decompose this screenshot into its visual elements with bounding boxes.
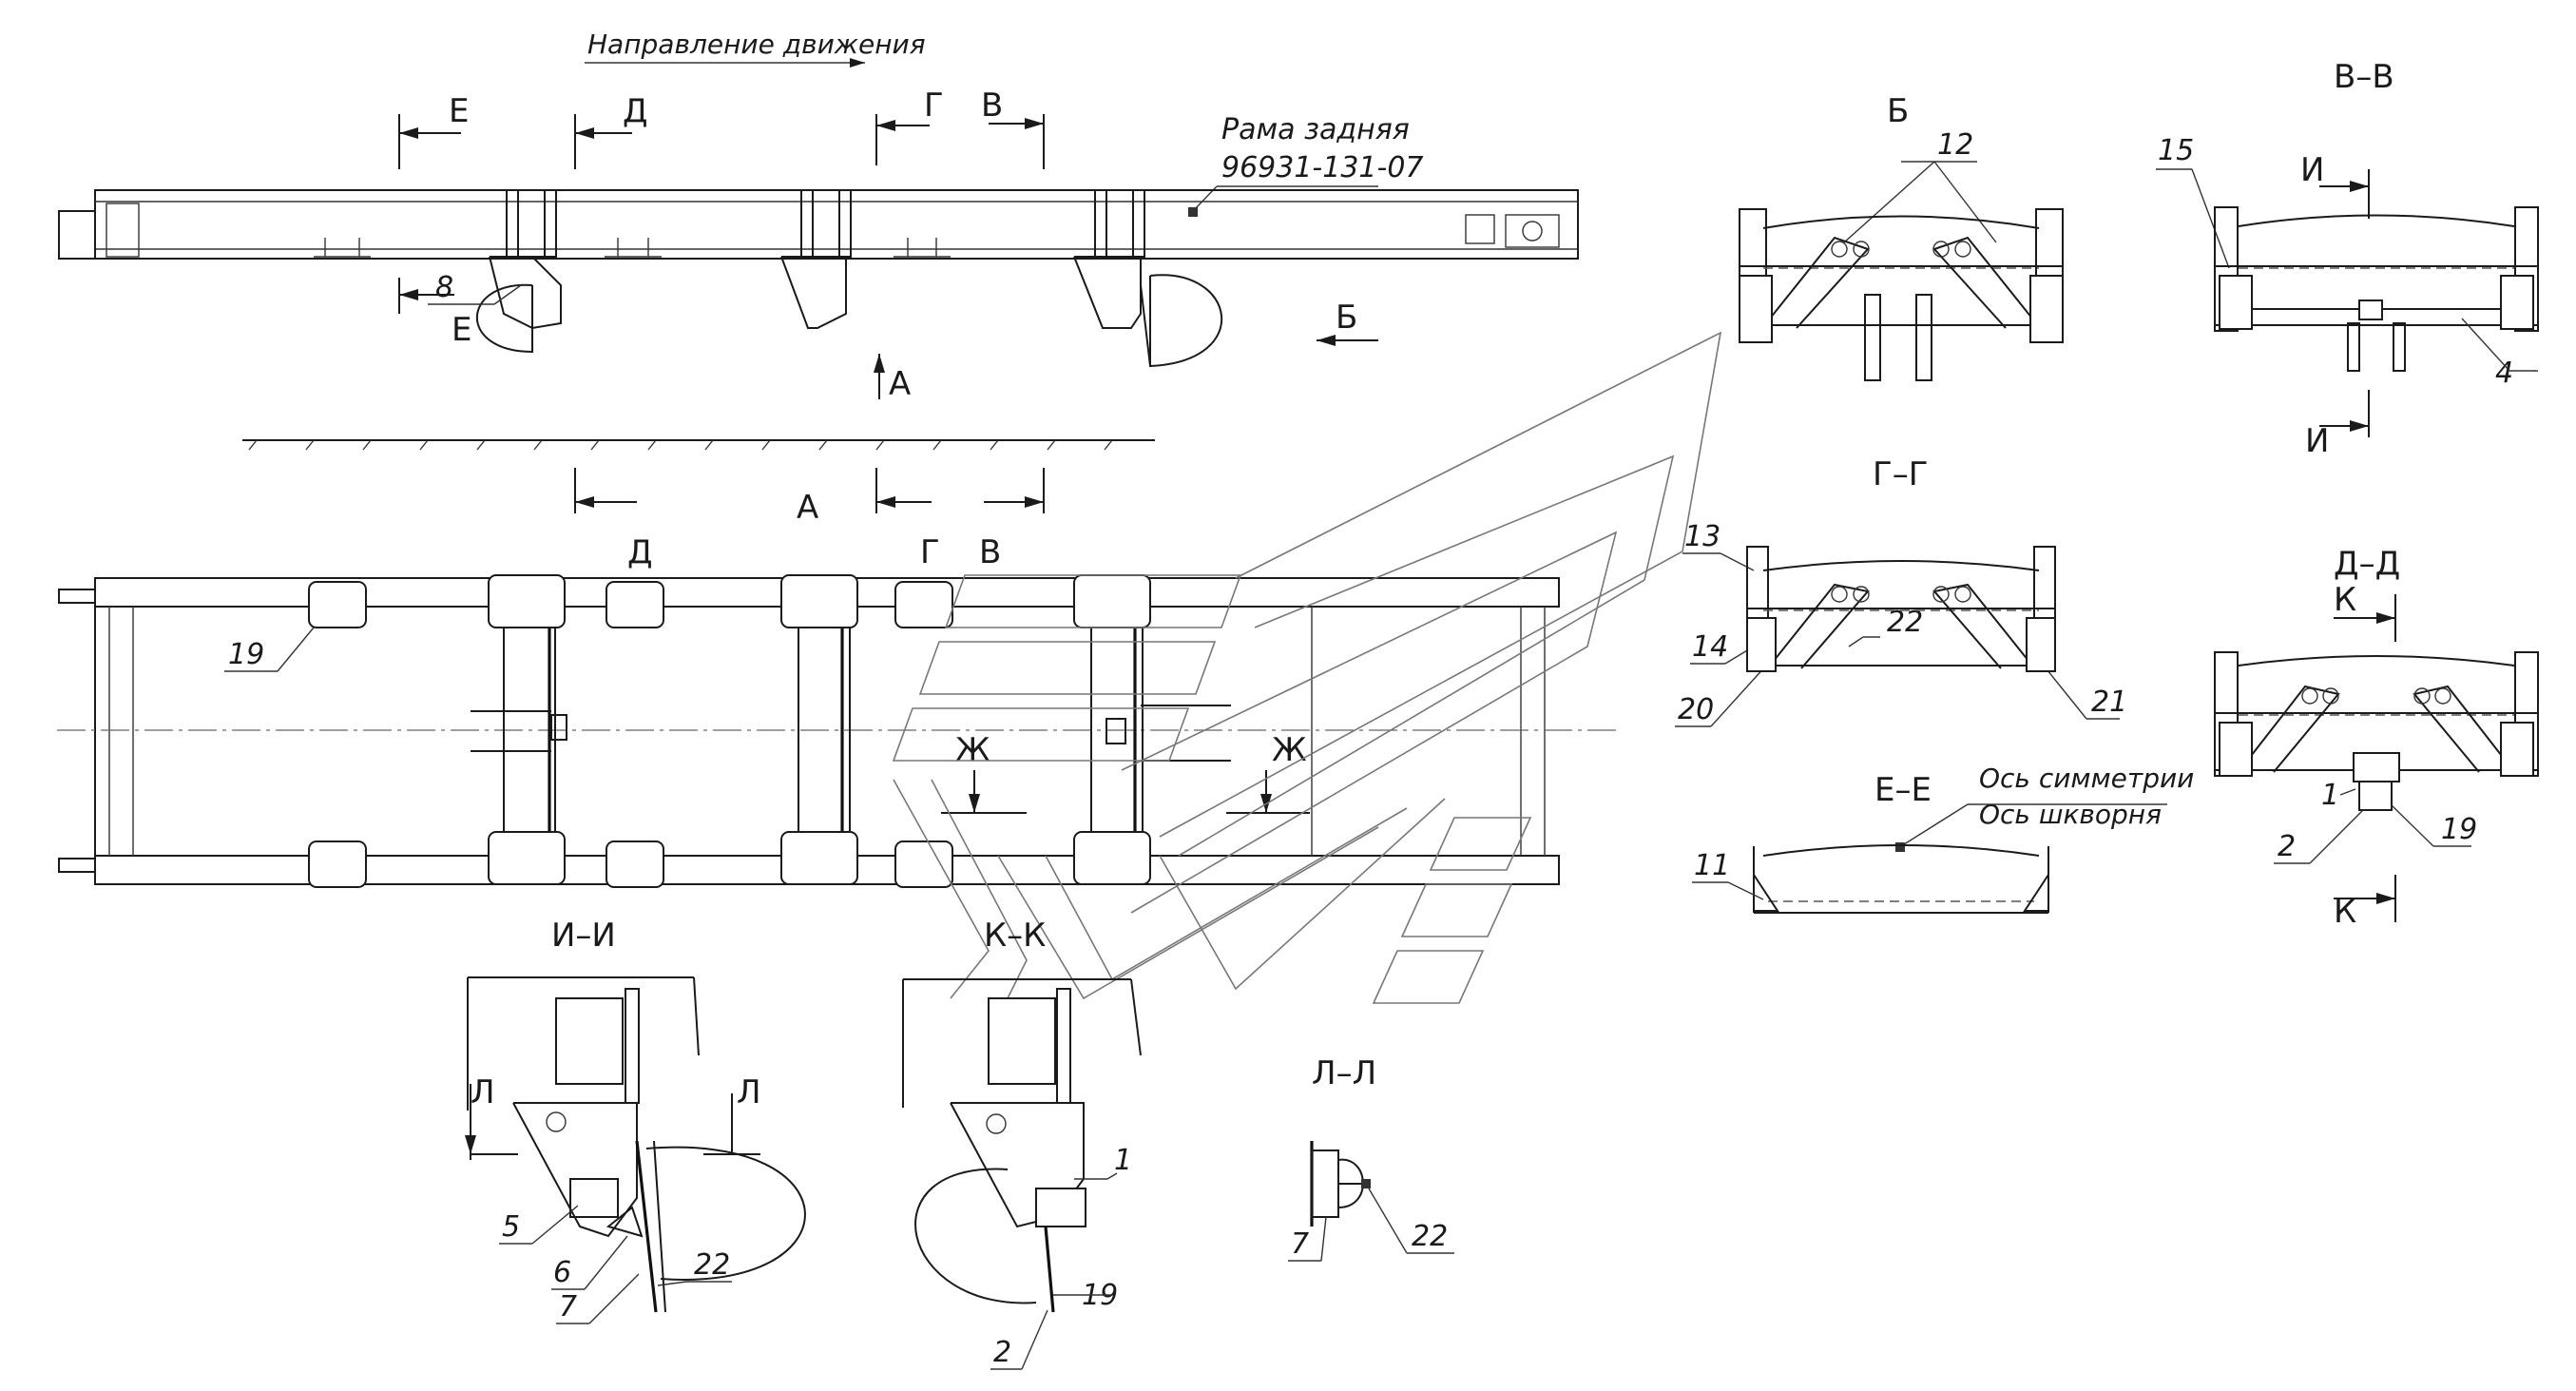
view-title-vv: В–В: [2334, 58, 2394, 96]
svg-text:Е: Е: [452, 311, 471, 349]
svg-text:В: В: [979, 533, 1001, 571]
view-title-b: Б: [1887, 92, 1909, 130]
callout-13: 15: [2158, 134, 2194, 167]
svg-text:К: К: [2334, 581, 2356, 619]
svg-text:И: И: [2305, 422, 2329, 460]
callout-21: 21: [2091, 686, 2127, 719]
callout-22-ll: 22: [1412, 1220, 1448, 1253]
svg-text:Г: Г: [920, 533, 940, 571]
cut-marker-g-top: Г: [875, 87, 944, 165]
cut-marker-e-top: Е: [398, 92, 469, 169]
view-title-gg: Г–Г: [1873, 455, 1928, 493]
cut-marker-d-top: Д: [574, 92, 648, 169]
mudguard-left: [475, 283, 533, 354]
view-arrow-b: Б: [1336, 299, 1357, 337]
svg-text:Ж: Ж: [1272, 731, 1307, 769]
cut-label-g: Г: [924, 87, 944, 125]
view-b: Б 12: [1739, 92, 2064, 381]
frame-name: Рама задняя: [1221, 113, 1410, 146]
svg-text:Л: Л: [471, 1073, 495, 1111]
callout-7-ll: 7: [1291, 1227, 1309, 1261]
callout-19: 19: [228, 638, 264, 671]
callout-1-dd: 1: [2321, 779, 2339, 812]
callout-11: 13: [1684, 520, 1721, 553]
callout-14-dd: 19: [2441, 813, 2477, 846]
view-title-ee: Е–Е: [1874, 771, 1932, 809]
view-title-ii: И–И: [551, 917, 616, 955]
view-arrow-a: А: [889, 365, 911, 403]
view-title-kk: К–К: [984, 917, 1046, 955]
cut-label-e: Е: [449, 92, 469, 130]
cut-label-v: В: [981, 87, 1003, 125]
svg-text:Л: Л: [737, 1073, 761, 1111]
axis-kingpin: Ось шкворня: [1979, 799, 2162, 830]
axis-symmetry: Ось симметрии: [1979, 763, 2194, 794]
svg-text:Д: Д: [627, 533, 653, 571]
callout-2-kk: 2: [993, 1336, 1011, 1369]
svg-text:К: К: [2334, 893, 2356, 931]
callout-2-dd: 2: [2278, 830, 2296, 863]
callout-9: 12: [1937, 128, 1973, 162]
view-title-ll: Л–Л: [1312, 1054, 1376, 1092]
watermark-logo: [892, 331, 1722, 1004]
view-title-dd: Д–Д: [2334, 545, 2400, 583]
callout-1-kk: 1: [1114, 1144, 1132, 1177]
svg-text:Ж: Ж: [955, 731, 990, 769]
callout-6: 6: [553, 1256, 571, 1289]
section-ll: Л–Л 7 22: [1288, 1054, 1454, 1262]
callout-22-ii: 22: [694, 1248, 730, 1282]
plan-title-a: А: [797, 489, 818, 527]
frame-side-rail: [94, 189, 1579, 260]
view-dd: Д–Д К 1 2 19 К: [2214, 545, 2539, 931]
callout-12: 11: [1694, 849, 1730, 882]
callout-7-ii: 7: [559, 1290, 577, 1323]
callout-20: 20: [1678, 693, 1714, 726]
section-ii: И–И Л Л 5 6 7 22: [465, 917, 806, 1324]
view-gg: Г–Г 13 14 20 22 21: [1675, 455, 2127, 727]
cut-marker-v-top: В: [981, 87, 1045, 169]
plan-view-a: А Д Г В: [57, 468, 1616, 888]
svg-text:И: И: [2300, 151, 2324, 189]
callout-5: 5: [502, 1210, 520, 1244]
side-view: Направление движения Е Д Г В: [58, 29, 1579, 451]
section-kk: К–К 1 19 2: [902, 917, 1142, 1370]
callout-10: 14: [1692, 630, 1728, 664]
callout-8: 8: [435, 271, 453, 304]
callout-4: 4: [2495, 357, 2513, 390]
view-vv: В–В 15 И И 4: [2156, 58, 2539, 460]
view-ee: Е–Е Ось симметрии Ось шкворня 11: [1692, 763, 2194, 914]
direction-note: Направление движения: [587, 29, 926, 60]
callout-15: 22: [1887, 606, 1923, 639]
frame-code: 96931-131-07: [1221, 151, 1424, 184]
cut-label-d: Д: [623, 92, 648, 130]
mudguard-right: [1149, 274, 1222, 368]
